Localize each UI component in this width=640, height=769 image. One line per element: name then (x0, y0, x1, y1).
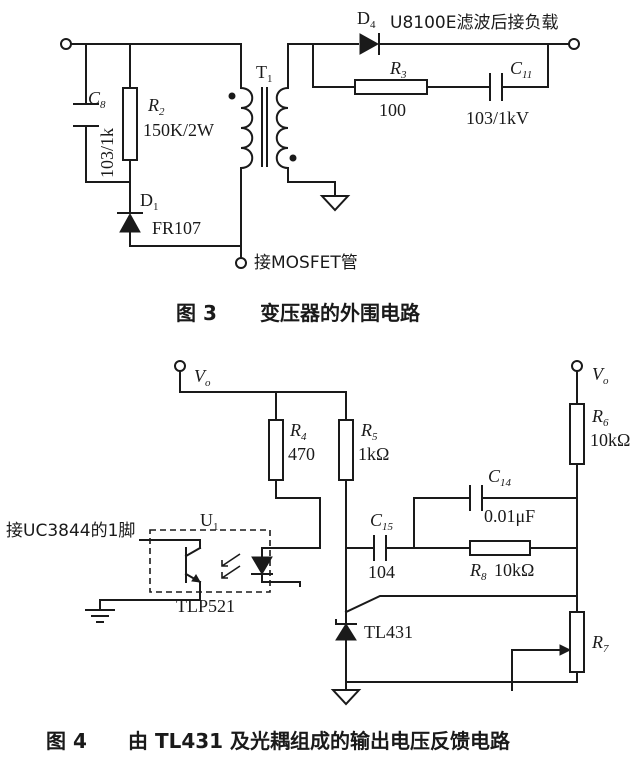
tl431-bar (335, 619, 357, 625)
r2-label: R2 (147, 95, 165, 118)
u1-label: U1 (200, 510, 219, 533)
c11-label: C11 (510, 58, 532, 81)
u1-part-number: TLP521 (176, 596, 235, 616)
vo-right-label: Vo (592, 364, 609, 387)
r4-label: R4 (289, 420, 307, 443)
primary-dot (228, 92, 236, 100)
r3-resistor (354, 79, 428, 95)
u1-led-wire (261, 547, 301, 587)
c11-capacitor (489, 73, 503, 101)
mosfet-terminal (235, 257, 247, 269)
secondary-dot (289, 154, 297, 162)
r2-value: 150K/2W (143, 120, 214, 140)
r6-resistor (569, 403, 585, 465)
c11-value: 103/1kV (466, 108, 529, 128)
primary-top-wire (70, 43, 242, 89)
r4-resistor (268, 419, 284, 481)
secondary-coil (275, 43, 336, 197)
figure4-feedback-circuit: Vo Vo R4 470 R5 1kΩ R6 10kΩ C14 0.01μF C… (6, 360, 630, 753)
left-ground-icon (85, 609, 115, 623)
r7-wiper-arrow (559, 644, 572, 656)
bottom-ground-icon (330, 689, 362, 706)
figure4-caption-text: 由 TL431 及光耦组成的输出电压反馈电路 (128, 729, 511, 753)
c15-label: C15 (370, 510, 394, 533)
r8-value: 10kΩ (494, 560, 534, 580)
r7-potentiometer (569, 611, 585, 673)
r8-resistor (469, 540, 531, 556)
c8-value: 103/1k (97, 128, 117, 178)
primary-coil (239, 86, 254, 259)
c8-capacitor (73, 103, 99, 127)
input-terminal-top (60, 38, 72, 50)
figure4-caption-number: 图 4 (46, 729, 87, 753)
d4-note: U8100E滤波后接负载 (390, 13, 558, 33)
uc3844-note: 接UC3844的1脚 (6, 521, 135, 541)
snubber-wire (312, 43, 549, 88)
c15-value: 104 (368, 562, 395, 582)
u1-transistor-icon (99, 539, 202, 611)
r4-value: 470 (288, 444, 315, 464)
d1-label: D1 (140, 190, 159, 213)
tl431-label: TL431 (364, 622, 413, 642)
r7-label: R7 (591, 632, 609, 655)
output-terminal (568, 38, 580, 50)
c14-value: 0.01μF (484, 506, 535, 526)
vo-terminal-right (571, 360, 583, 372)
r3-value: 100 (379, 100, 406, 120)
d4-diode-body (359, 33, 380, 55)
transformer-core (261, 87, 268, 167)
r8-label: R8 (469, 560, 487, 583)
tl431-body (335, 623, 357, 641)
figure3-caption-text: 变压器的外围电路 (260, 301, 421, 325)
r7-wiper (345, 649, 578, 691)
figure3-caption-number: 图 3 (176, 301, 217, 325)
c14-branch-wire (413, 497, 578, 549)
c15-capacitor (373, 535, 387, 561)
mosfet-note: 接MOSFET管 (254, 253, 358, 273)
vo-left-wire (179, 370, 347, 421)
c8-label: C8 (88, 88, 106, 111)
d1-value: FR107 (152, 218, 201, 238)
r2-resistor (122, 87, 138, 161)
rc-left-wire (85, 43, 131, 183)
light-arrow-icon (221, 553, 241, 579)
r4-wire (261, 391, 321, 549)
r5-value: 1kΩ (358, 444, 389, 464)
u1-led-icon (251, 556, 273, 575)
tl431-ref-wire (344, 595, 578, 614)
u1-transistor-arrow (191, 574, 201, 583)
c14-label: C14 (488, 466, 512, 489)
t1-label: T1 (256, 62, 273, 85)
d1-diode-body (119, 212, 141, 233)
vo-left-label: Vo (194, 366, 211, 389)
vo-terminal-left (174, 360, 186, 372)
r5-label: R5 (360, 420, 378, 443)
r6-label: R6 (591, 406, 609, 429)
d4-label: D4 (357, 8, 376, 31)
r5-resistor (338, 419, 354, 481)
r3-label: R3 (389, 58, 407, 81)
r6-value: 10kΩ (590, 430, 630, 450)
figure3-transformer-circuit: C8 103/1k R2 150K/2W D1 FR107 T1 D4 U810… (60, 8, 580, 325)
c14-capacitor (469, 485, 483, 511)
secondary-ground-icon (319, 195, 351, 212)
